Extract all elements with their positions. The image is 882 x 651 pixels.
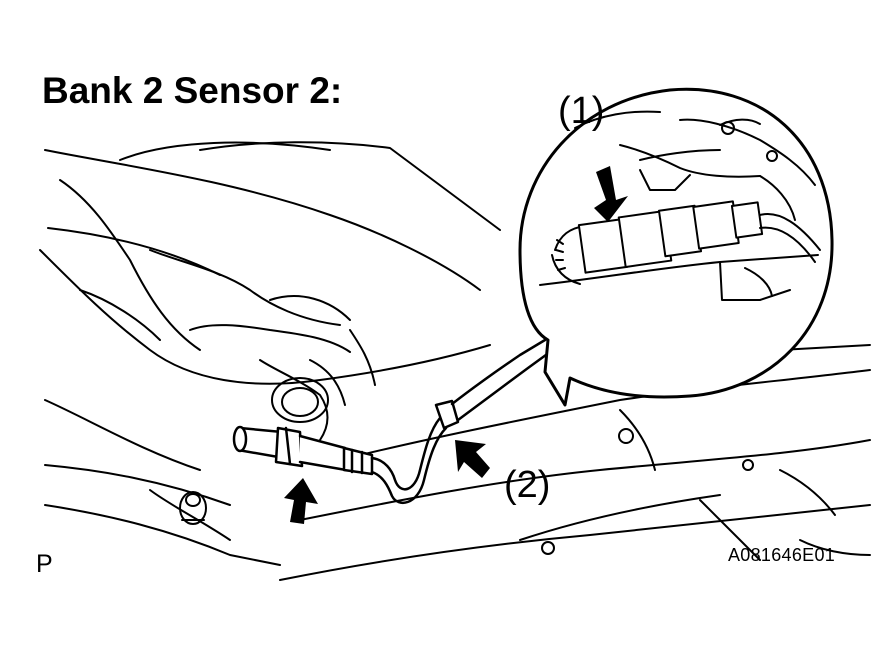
- arrow-icon: [455, 440, 490, 478]
- subframe-outline: [279, 344, 871, 581]
- detail-connector-view: [539, 110, 821, 301]
- corner-mark: P: [36, 550, 53, 578]
- mounting-bolt: [179, 377, 329, 525]
- callout-label-clamp: (2): [504, 464, 551, 506]
- figure-code: A081646E01: [728, 545, 836, 565]
- sensor-wire-harness: [370, 338, 552, 505]
- oxygen-sensor: [232, 425, 374, 476]
- arrow-icon: [284, 478, 318, 524]
- figure-title: Bank 2 Sensor 2:: [42, 70, 343, 111]
- callout-label-connector: (1): [558, 90, 605, 132]
- arrow-icon: [594, 166, 628, 222]
- engine-body-outline: [39, 141, 501, 566]
